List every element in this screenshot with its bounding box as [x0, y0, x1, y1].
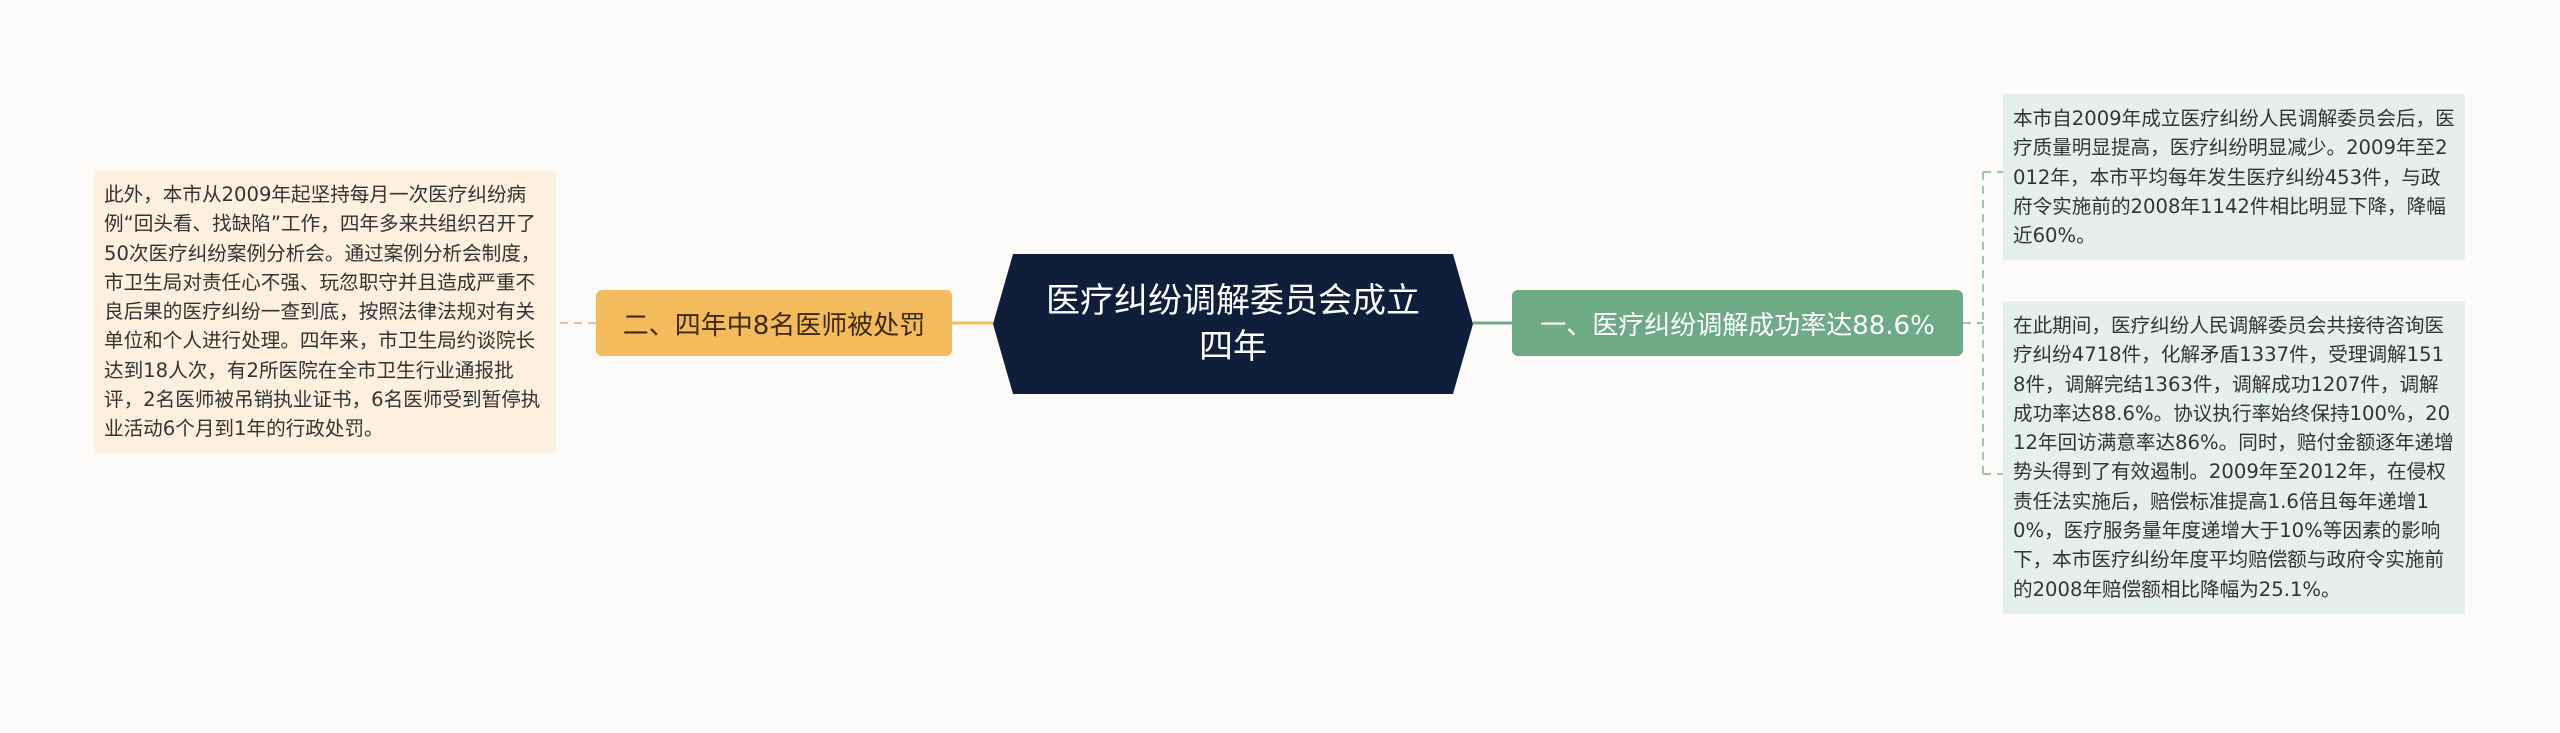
- branch-label-penalties: 二、四年中8名医师被处罚: [622, 310, 926, 341]
- leaf-node-mediation-stats[interactable]: 在此期间，医疗纠纷人民调解委员会共接待咨询医疗纠纷4718件，化解矛盾1337件…: [2003, 301, 2465, 614]
- center-topic-title: 医疗纠纷调解委员会成立四年: [1046, 281, 1420, 367]
- leaf-text-dispute-reduction: 本市自2009年成立医疗纠纷人民调解委员会后，医疗质量明显提高，医疗纠纷明显减少…: [2013, 107, 2455, 248]
- center-topic-node[interactable]: 医疗纠纷调解委员会成立四年: [993, 254, 1473, 394]
- connector-right-leaves: [1963, 171, 2003, 475]
- branch-node-success-rate[interactable]: 一、医疗纠纷调解成功率达88.6%: [1512, 290, 1963, 356]
- leaf-node-penalties-detail[interactable]: 此外，本市从2009年起坚持每月一次医疗纠纷病例“回头看、找缺陷”工作，四年多来…: [94, 170, 556, 454]
- leaf-text-mediation-stats: 在此期间，医疗纠纷人民调解委员会共接待咨询医疗纠纷4718件，化解矛盾1337件…: [2013, 314, 2454, 601]
- leaf-text-penalties-detail: 此外，本市从2009年起坚持每月一次医疗纠纷病例“回头看、找缺陷”工作，四年多来…: [104, 183, 541, 441]
- leaf-node-dispute-reduction[interactable]: 本市自2009年成立医疗纠纷人民调解委员会后，医疗质量明显提高，医疗纠纷明显减少…: [2003, 94, 2465, 261]
- branch-label-success-rate: 一、医疗纠纷调解成功率达88.6%: [1540, 310, 1935, 341]
- branch-node-penalties[interactable]: 二、四年中8名医师被处罚: [596, 290, 952, 356]
